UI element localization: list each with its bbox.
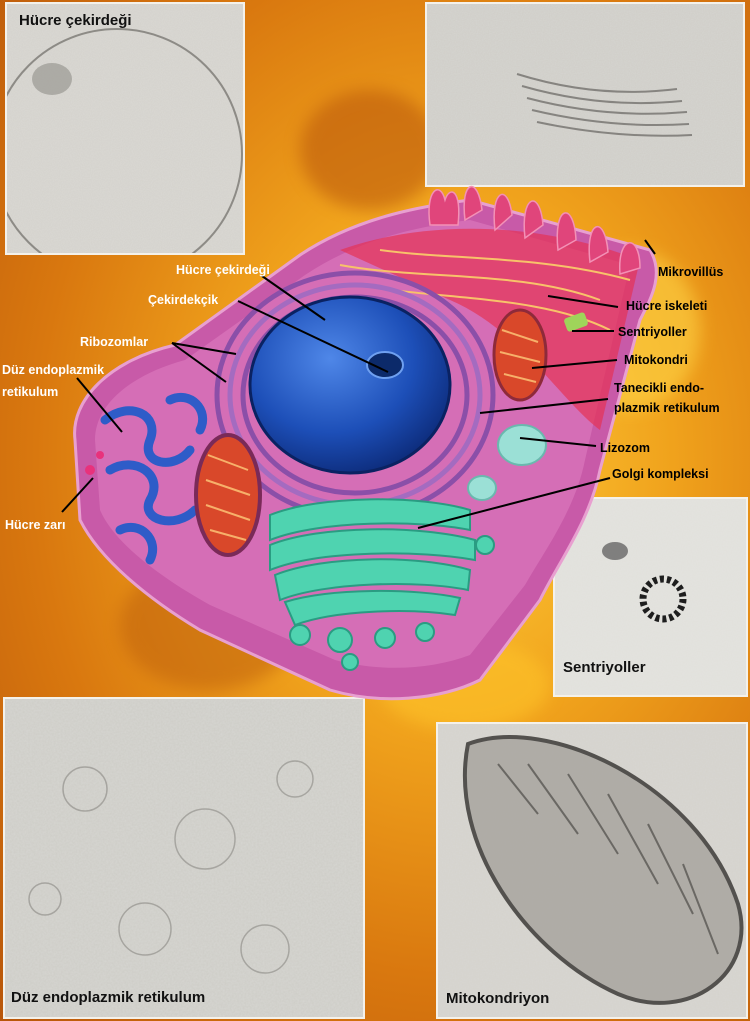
label-microvilli: Mikrovillüs [658,264,723,280]
label-golgi: Golgi kompleksi [612,466,709,482]
lysosome-shape [468,476,496,500]
lysosome-shape [498,425,546,465]
label-ribosomes: Ribozomlar [80,334,148,350]
label-lysosome: Lizozom [600,440,650,456]
label-smooth-er-line1: Düz endoplazmik [2,362,104,378]
membrane-marker [85,465,95,475]
label-nucleolus: Çekirdekçik [148,292,218,308]
label-mitochondria: Mitokondri [624,352,688,368]
label-cytoskeleton: Hücre iskeleti [626,298,707,314]
nucleus-shape [250,297,450,473]
label-rough-er-line2: plazmik retikulum [614,400,720,416]
label-rough-er-line1: Tanecikli endo- [614,380,704,396]
label-smooth-er-line2: retikulum [2,384,58,400]
membrane-marker [96,451,104,459]
label-centrioles: Sentriyoller [618,324,687,340]
mitochondrion-left-shape [196,435,260,555]
label-nucleus: Hücre çekirdeği [176,262,270,278]
label-cell-membrane: Hücre zarı [5,517,65,533]
mitochondrion-right-shape [494,310,546,400]
